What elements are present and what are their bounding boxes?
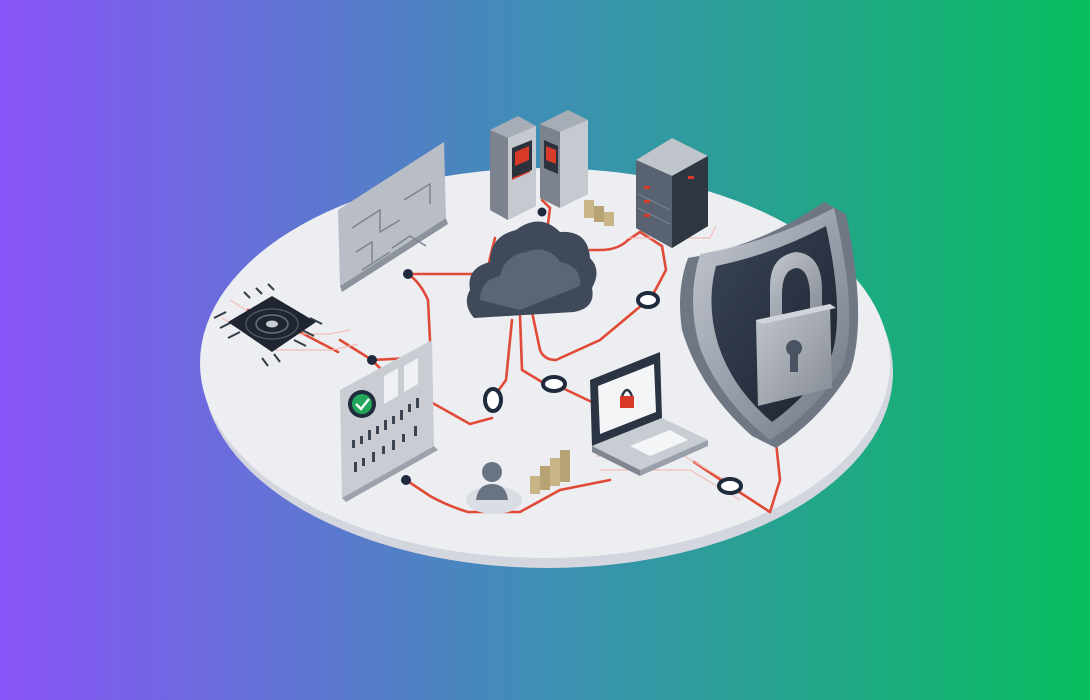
document-checklist-icon: [340, 340, 438, 502]
laptop-lock-glyph: [620, 396, 634, 408]
laptop-lock-icon: [590, 352, 708, 476]
server-rack-icon: [490, 110, 588, 220]
chip-icon: [213, 283, 323, 367]
cloud-icon: [466, 221, 597, 318]
blueprint-panel-icon: [338, 142, 448, 292]
connector-nodes: [367, 207, 743, 495]
shield-lock-icon: [680, 202, 859, 448]
coin-stack-icon: [530, 200, 614, 494]
user-icon: [466, 462, 522, 514]
server-tower-icon: [636, 138, 708, 248]
